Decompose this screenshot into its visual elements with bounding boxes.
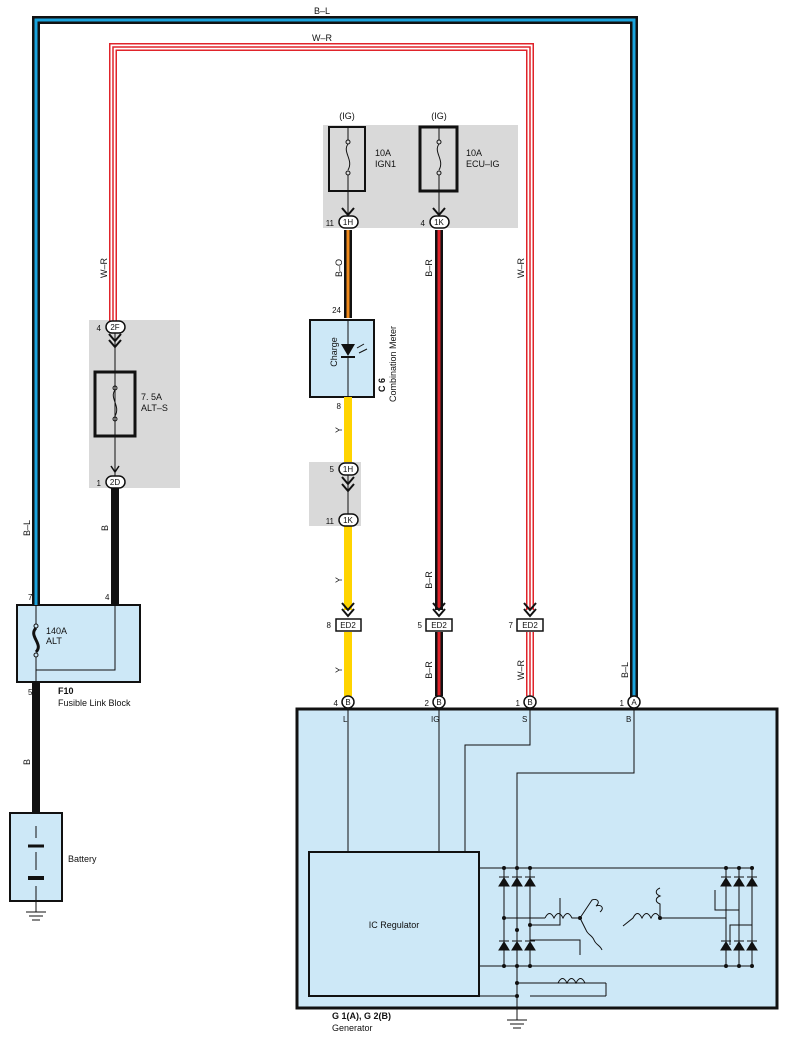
connector-ed2-a-label: ED2 (340, 621, 356, 630)
gen-terminal-l-name: L (343, 715, 348, 724)
diodes (498, 876, 758, 951)
fuse-ign1-rating: 10A (375, 148, 391, 158)
connector-2f (105, 320, 126, 334)
generator-name: Generator (332, 1023, 373, 1033)
wire-label-y1: Y (334, 427, 344, 433)
connector-1k-top-label: 1K (434, 218, 444, 227)
connector-2f-label: 2F (110, 323, 119, 332)
gen-terminal-l-pin: 4 (334, 699, 339, 708)
gen-terminal-b-conn: A (631, 698, 637, 707)
wire-w-r-main (109, 43, 534, 610)
gen-terminal-l-conn: B (345, 698, 350, 707)
connector-1k-top-pin: 4 (421, 219, 426, 228)
connector-1k-mid-pin: 11 (326, 517, 335, 526)
charge-lamp (341, 320, 368, 397)
connector-ed2-a-pin: 8 (327, 621, 332, 630)
fuse-alt-s (93, 370, 137, 438)
connector-ed2-a (335, 618, 362, 632)
fuse-alts-name: ALT–S (141, 403, 168, 413)
battery-symbol (26, 826, 46, 921)
wire-label-bl2: B–L (620, 662, 630, 678)
battery-label: Battery (68, 854, 97, 864)
fusible-name: Fusible Link Block (58, 698, 131, 708)
meter-pin-out: 8 (337, 402, 342, 411)
connector-1h-top-label: 1H (343, 218, 353, 227)
fusible-pin7: 7 (28, 593, 33, 602)
connector-ed2-b (425, 618, 453, 632)
gen-terminal-s-conn: B (527, 698, 532, 707)
wire-label-wr2: W–R (516, 660, 526, 681)
gen-terminal-b-name: B (626, 715, 631, 724)
ic-regulator (308, 851, 480, 997)
junction-dots (502, 866, 754, 998)
connector-2d-label: 2D (110, 478, 120, 487)
wire-label-left-b: B (100, 525, 110, 531)
wire-label-top-bl: B–L (314, 6, 330, 16)
fuse-ecu-source: (IG) (431, 111, 447, 121)
connector-2f-pin: 4 (97, 324, 102, 333)
fuse-ign1-name: IGN1 (375, 159, 396, 169)
fuse-alt-140a (32, 605, 116, 682)
wire-label-battery-b: B (22, 759, 32, 765)
wire-b-l-main (32, 16, 638, 700)
meter-code: C 6 (377, 378, 387, 392)
wire-label-bo: B–O (334, 259, 344, 277)
fusible-pin5: 5 (28, 688, 33, 697)
connector-1k-mid-label: 1K (343, 516, 353, 525)
wire-label-left-wr: W–R (99, 258, 109, 279)
connector-1h-mid-label: 1H (343, 465, 353, 474)
connector-1k-mid (338, 513, 359, 527)
fusible-pin4: 4 (105, 593, 110, 602)
wire-label-top-wr: W–R (312, 33, 333, 43)
fuse-ign1 (328, 126, 366, 214)
wire-label-left-bl: B–L (22, 520, 32, 536)
combination-meter (309, 319, 375, 398)
gen-terminal-ig-conn: B (436, 698, 441, 707)
connector-ed2-b-pin: 5 (418, 621, 423, 630)
meter-lamp-label: Charge (329, 337, 339, 367)
gen-terminal-s-name: S (522, 715, 527, 724)
connector-1h-mid-pin: 5 (330, 465, 335, 474)
connector-2d-pin: 1 (97, 479, 102, 488)
connector-ed2-c-pin: 7 (509, 621, 514, 630)
meter-pin-in: 24 (332, 306, 341, 315)
gen-terminal-ig-name: IG (431, 715, 439, 724)
wire-label-br2: B–R (424, 571, 434, 589)
connector-ed2-c-label: ED2 (522, 621, 538, 630)
fuse-alts-rating: 7. 5A (141, 392, 162, 402)
fuse-alt-name: ALT (46, 636, 62, 646)
fusible-code: F10 (58, 686, 74, 696)
fuse-ecu-ig (418, 125, 459, 214)
wire-label-br1: B–R (424, 259, 434, 277)
connector-1h-top (338, 215, 359, 229)
wire-label-br3: B–R (424, 661, 434, 679)
wire-label-y3: Y (334, 667, 344, 673)
fuse-alt-rating: 140A (46, 626, 67, 636)
meter-name: Combination Meter (388, 326, 398, 402)
connector-ed2-c (516, 618, 544, 632)
connector-ed2-b-label: ED2 (431, 621, 447, 630)
ic-regulator-label: IC Regulator (369, 920, 420, 930)
connector-1h-mid (338, 462, 359, 476)
fuse-ecu-name: ECU–IG (466, 159, 500, 169)
connector-1k-top (429, 215, 450, 229)
wire-label-y2: Y (334, 577, 344, 583)
connector-1h-top-pin: 11 (326, 219, 335, 228)
fuse-ecu-rating: 10A (466, 148, 482, 158)
gen-terminal-b-pin: 1 (620, 699, 625, 708)
wire-label-wr1: W–R (516, 258, 526, 279)
generator-code: G 1(A), G 2(B) (332, 1011, 391, 1021)
gen-terminal-ig-pin: 2 (425, 699, 430, 708)
fuse-ign1-source: (IG) (339, 111, 355, 121)
connector-2d (105, 475, 126, 489)
gen-terminal-s-pin: 1 (516, 699, 521, 708)
generator-ground-icon (507, 1014, 527, 1029)
